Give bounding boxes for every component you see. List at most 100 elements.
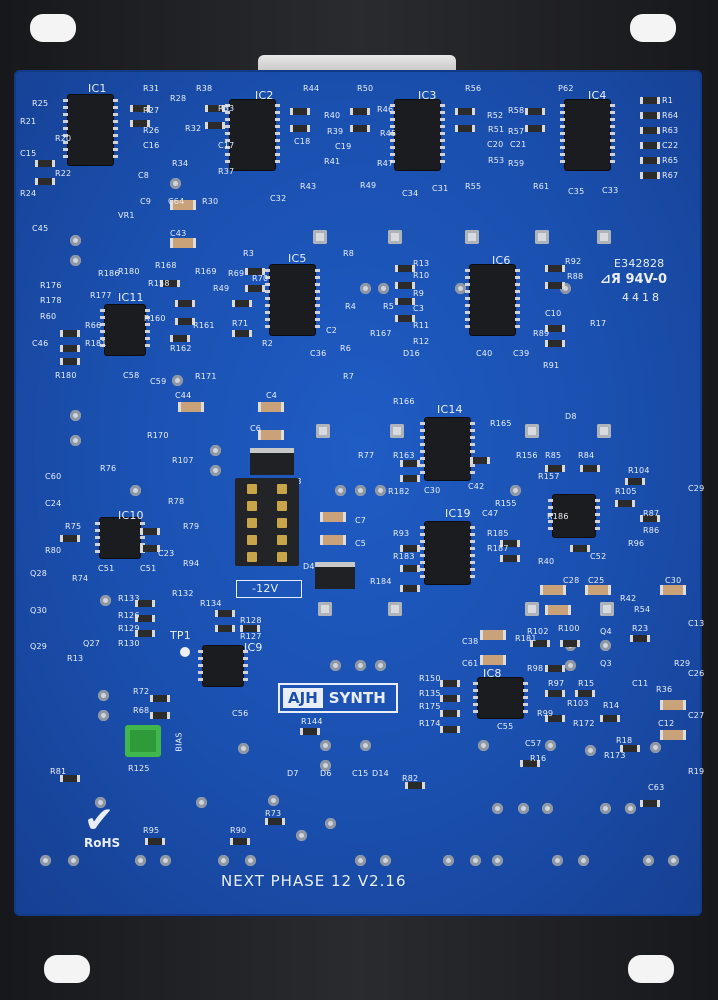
resistor [620,745,640,752]
component-label: R97 [548,679,565,688]
resistor [160,280,180,287]
resistor [400,475,420,482]
component-label: C44 [175,391,192,400]
component-label: R185 [487,529,509,538]
ic-chip [100,305,150,355]
component-label: VR1 [118,211,135,220]
via [196,797,207,808]
component-label: R90 [230,826,247,835]
component-label: R102 [527,627,549,636]
via [218,855,229,866]
component-label: P62 [558,84,574,93]
component-label: C13 [688,619,705,628]
via [478,740,489,751]
component-label: R107 [172,456,194,465]
mounting-hole [628,955,674,983]
component-label: R125 [128,764,150,773]
capacitor [660,700,686,710]
header-pin [277,484,287,494]
component-label: R163 [393,451,415,460]
via [355,660,366,671]
component-label: R99 [537,709,554,718]
resistor [135,615,155,622]
mounting-hole [630,14,676,42]
component-label: C45 [32,224,49,233]
via [378,283,389,294]
resistor [175,300,195,307]
component-label: R161 [193,321,215,330]
component-label: R176 [40,281,62,290]
ic-chip [473,678,528,718]
via [296,830,307,841]
component-label: D8 [565,412,577,421]
component-label: R33 [218,104,235,113]
component-label: R184 [370,577,392,586]
component-label: C46 [32,339,49,348]
component-label: Q29 [30,642,48,651]
via [565,660,576,671]
resistor [640,127,660,134]
component-label: R93 [393,529,410,538]
component-label: Q3 [600,659,612,668]
test-pad [318,602,332,616]
component-label: R42 [620,594,637,603]
component-label: R100 [558,624,580,633]
component-label: R38 [196,84,213,93]
component-label: C9 [140,197,152,206]
via [70,235,81,246]
via [100,595,111,606]
component-label: R25 [32,99,49,108]
via [160,855,171,866]
component-label: C59 [150,377,167,386]
trimmer-label: BIAS [174,732,184,752]
component-label: R43 [300,182,317,191]
capacitor [540,585,566,595]
component-label: R81 [50,767,67,776]
resistor [230,838,250,845]
component-label: R158 [148,279,170,288]
ic-chip [390,100,445,170]
component-label: C26 [688,669,705,678]
component-label: Q30 [30,606,48,615]
resistor [580,465,600,472]
ic-label: IC14 [437,403,463,416]
resistor [575,690,595,697]
header-pin [247,535,257,545]
component-label: R22 [55,169,72,178]
bias-trimmer[interactable] [125,725,161,757]
ic-label: IC3 [418,89,437,102]
ic-chip [465,265,520,335]
component-label: R105 [615,487,637,496]
component-label: R183 [393,552,415,561]
via [330,660,341,671]
ul-mark-icon: ⊿Я [600,272,621,287]
component-label: C11 [632,679,649,688]
via [585,745,596,756]
resistor [440,726,460,733]
resistor [135,630,155,637]
component-label: R77 [358,451,375,460]
test-pad [316,424,330,438]
component-label: D7 [287,769,299,778]
resistor [525,125,545,132]
test-pad [390,424,404,438]
component-label: R40 [538,557,555,566]
component-label: R91 [543,361,560,370]
component-label: R129 [118,624,140,633]
ic-chip [198,646,248,686]
component-label: Q28 [30,569,48,578]
component-label: R186 [547,512,569,521]
via [375,660,386,671]
component-label: R59 [508,159,525,168]
component-label: R186 [98,269,120,278]
via [210,465,221,476]
resistor [640,112,660,119]
resistor [205,105,225,112]
component-label: R79 [183,522,200,531]
component-label: C63 [648,783,665,792]
resistor [145,838,165,845]
brand-logo: AJH SYNTH [278,683,398,713]
resistor [455,108,475,115]
resistor [640,172,660,179]
component-label: R71 [232,319,249,328]
